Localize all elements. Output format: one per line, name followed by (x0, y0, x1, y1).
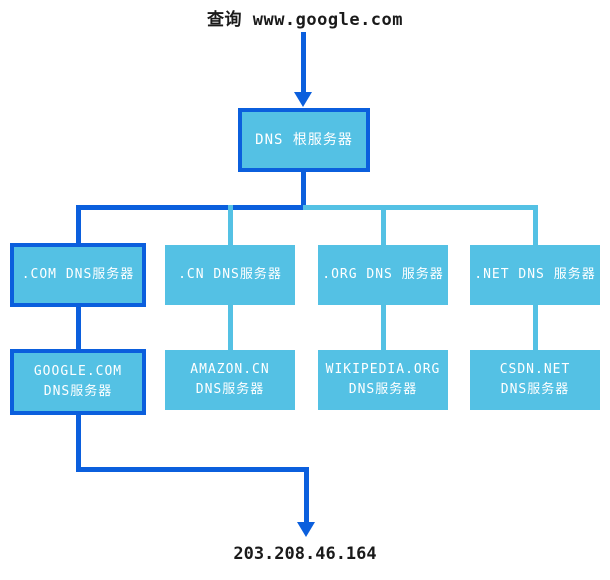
auth-server-label-line1: WIKIPEDIA.ORG (325, 362, 441, 377)
auth-server-box-google: GOOGLE.COM DNS服务器 (10, 349, 146, 415)
tld-server-box-com: .COM DNS服务器 (10, 243, 146, 307)
tld-server-box-org: .ORG DNS 服务器 (318, 245, 448, 305)
connector-drop-com (76, 205, 81, 243)
connector-drop-cn (228, 205, 233, 245)
root-server-box: DNS 根服务器 (238, 108, 370, 172)
tld-server-box-net: .NET DNS 服务器 (470, 245, 600, 305)
auth-server-label-line1: AMAZON.CN (190, 362, 270, 377)
connector-result-across (76, 467, 309, 472)
root-server-label: DNS 根服务器 (255, 132, 353, 148)
tld-server-label: .COM DNS服务器 (21, 267, 135, 282)
resolved-ip: 203.208.46.164 (233, 544, 377, 564)
tld-server-label: .ORG DNS 服务器 (322, 267, 444, 282)
connector-com-google (76, 307, 81, 349)
connector-cn-amazon (228, 305, 233, 350)
connector-result-drop (304, 467, 309, 524)
connector-result-down (76, 415, 81, 472)
result-down-arrowhead-icon (297, 522, 315, 537)
connector-rail-right (303, 205, 538, 210)
query-down-arrowhead-icon (294, 92, 312, 107)
auth-server-label-line1: CSDN.NET (499, 362, 571, 377)
auth-server-label-line2: DNS服务器 (500, 382, 570, 397)
tld-server-label: .NET DNS 服务器 (474, 267, 596, 282)
tld-server-label: .CN DNS服务器 (178, 267, 282, 282)
connector-drop-org (381, 205, 386, 245)
connector-drop-net (533, 205, 538, 245)
connector-rail-left-highlight (76, 205, 305, 210)
query-title: 查询 www.google.com (206, 10, 404, 30)
connector-org-wikipedia (381, 305, 386, 350)
auth-server-label-line2: DNS服务器 (195, 382, 265, 397)
auth-server-label-line1: GOOGLE.COM (33, 364, 123, 379)
auth-server-box-amazon: AMAZON.CN DNS服务器 (165, 350, 295, 410)
auth-server-box-wikipedia: WIKIPEDIA.ORG DNS服务器 (318, 350, 448, 410)
tld-server-box-cn: .CN DNS服务器 (165, 245, 295, 305)
query-arrow-line (301, 32, 306, 94)
connector-net-csdn (533, 305, 538, 350)
auth-server-label-line2: DNS服务器 (43, 384, 113, 399)
auth-server-box-csdn: CSDN.NET DNS服务器 (470, 350, 600, 410)
connector-root-drop (301, 172, 306, 207)
auth-server-label-line2: DNS服务器 (348, 382, 418, 397)
